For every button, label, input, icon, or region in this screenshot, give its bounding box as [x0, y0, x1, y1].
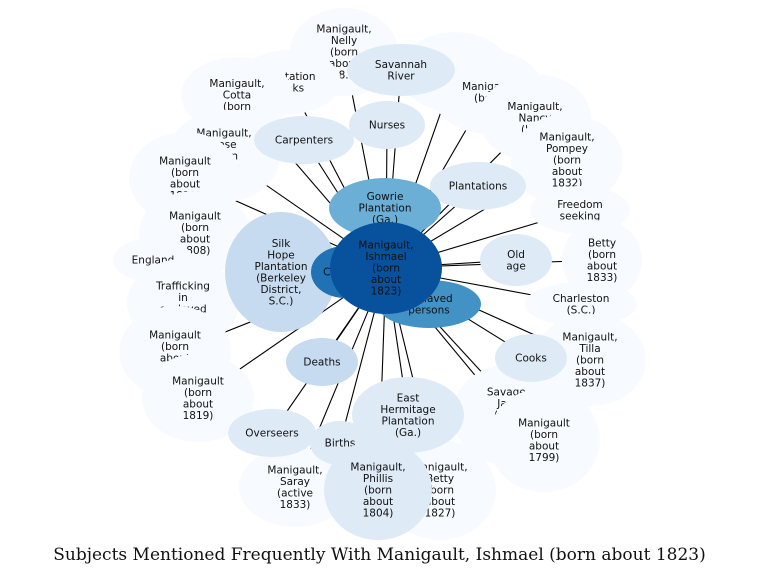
node-label-deaths: Deaths — [303, 357, 340, 369]
node-shape-overseers — [228, 409, 316, 457]
node-label-cotta: Manigault,Cotta(born — [209, 78, 264, 113]
node-label-charleston: Charleston(S.C.) — [553, 293, 610, 317]
node-shape-m-1799 — [488, 388, 600, 492]
graph-caption: Subjects Mentioned Frequently With Manig… — [53, 545, 706, 565]
node-shape-center — [330, 222, 442, 314]
node-shape-old-age — [480, 234, 552, 286]
node-shape-plantations — [430, 162, 526, 210]
node-shape-tilla — [534, 314, 646, 406]
node-nurses[interactable]: Nurses — [349, 101, 425, 149]
node-label-plantations: Plantations — [449, 181, 507, 193]
node-shape-m-1819 — [142, 354, 254, 442]
node-label-overseers: Overseers — [245, 428, 298, 440]
node-shape-east-hermitage — [352, 377, 464, 453]
node-shape-carpenters — [254, 116, 354, 164]
node-carpenters[interactable]: Carpenters — [254, 116, 354, 164]
node-cooks[interactable]: Cooks — [495, 334, 567, 382]
network-graph: Manigault,Nelly(bornabout18..)Savannah(G… — [113, 8, 646, 540]
node-shape-pompey — [511, 114, 623, 206]
node-label-nurses: Nurses — [369, 120, 405, 132]
node-deaths[interactable]: Deaths — [286, 338, 358, 386]
node-layer: Manigault,Nelly(bornabout18..)Savannah(G… — [113, 8, 646, 540]
node-charleston[interactable]: Charleston(S.C.) — [525, 282, 637, 326]
node-shape-saray — [239, 447, 351, 527]
node-label-cooks: Cooks — [515, 353, 547, 365]
node-shape-charleston — [525, 282, 637, 326]
node-shape-betty-1833 — [562, 220, 642, 300]
node-shape-deaths — [286, 338, 358, 386]
node-shape-gowrie — [329, 178, 441, 238]
node-shape-cooks — [495, 334, 567, 382]
node-shape-nurses — [349, 101, 425, 149]
node-label-carpenters: Carpenters — [275, 135, 333, 147]
node-shape-phillis — [324, 440, 432, 540]
node-plantations[interactable]: Plantations — [430, 162, 526, 210]
node-shape-savannah-river — [347, 44, 455, 96]
node-shape-silk-hope — [225, 212, 337, 332]
node-overseers[interactable]: Overseers — [228, 409, 316, 457]
node-label-births: Births — [325, 438, 356, 450]
